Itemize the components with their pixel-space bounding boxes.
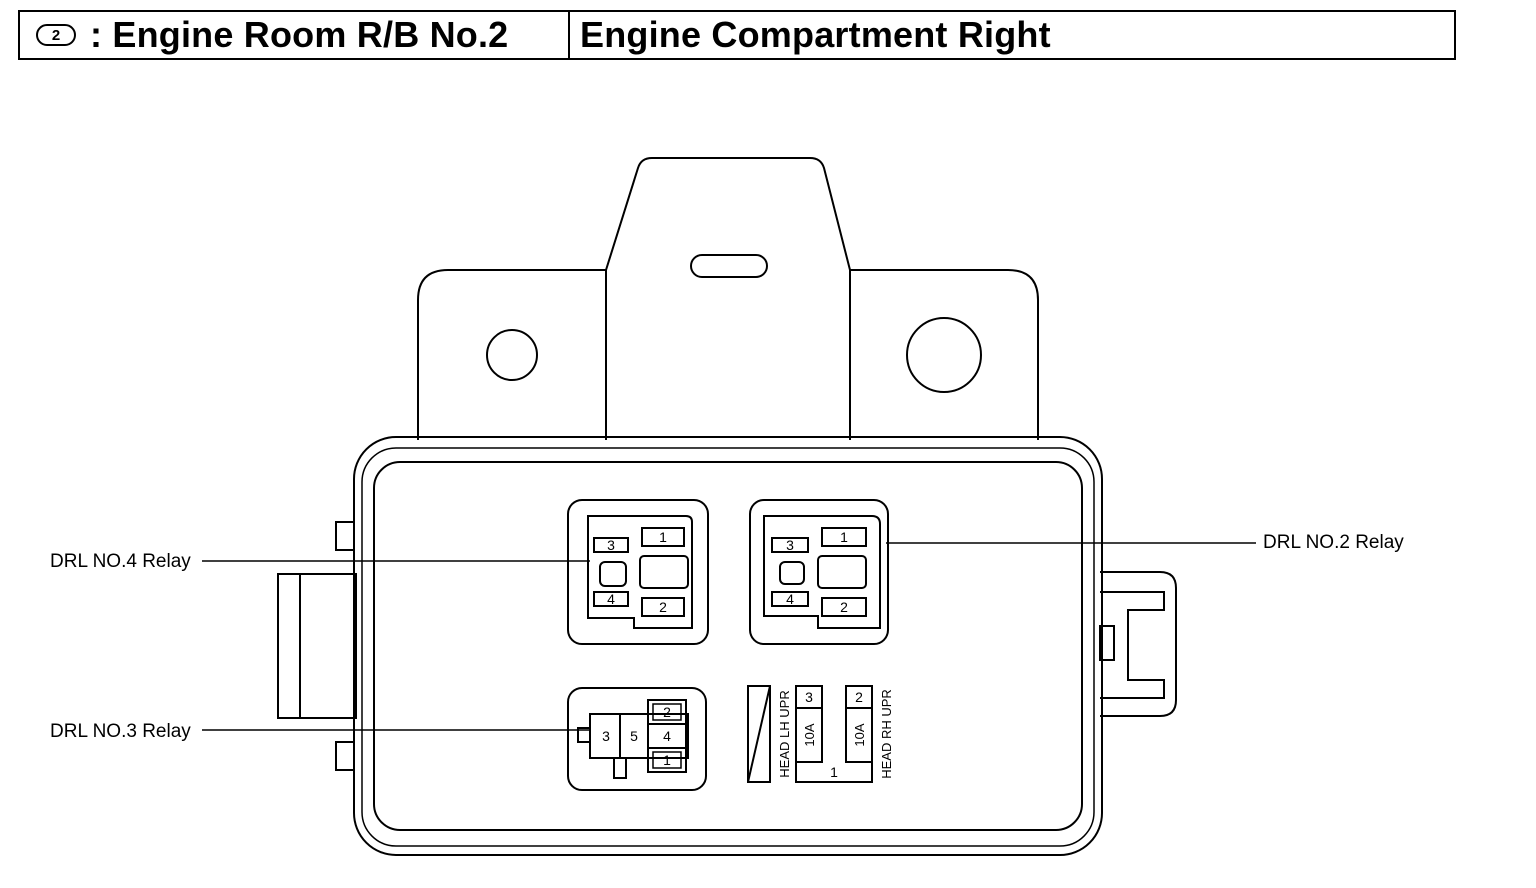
label-drl2-relay: DRL NO.2 Relay (1263, 532, 1404, 553)
relay-socket-drl4 (567, 499, 709, 645)
fuse-slot-1: 1 (830, 764, 838, 780)
relay-socket-drl2 (749, 499, 889, 645)
drl4-pin-2: 2 (659, 599, 667, 615)
title-left-cell: 2 : Engine Room R/B No.2 (20, 12, 570, 58)
fuse-left-amp: 10A (802, 723, 817, 746)
drl3-pin-1: 1 (663, 752, 671, 768)
drl2-pin-2: 2 (840, 599, 848, 615)
drl2-pin-4: 4 (786, 591, 794, 607)
drl3-pin-4: 4 (663, 728, 671, 744)
title-right-cell: Engine Compartment Right (570, 14, 1051, 56)
mounting-bracket (417, 157, 1039, 440)
fuse-left-name: HEAD LH UPR (777, 690, 792, 777)
fuse-right-name: HEAD RH UPR (879, 689, 894, 779)
drl3-pin-3: 3 (602, 728, 610, 744)
label-drl4-relay: DRL NO.4 Relay (50, 551, 191, 572)
location-name: Engine Compartment Right (580, 14, 1051, 55)
left-connector (277, 521, 357, 771)
label-drl3-relay: DRL NO.3 Relay (50, 721, 191, 742)
right-latch (1099, 571, 1177, 717)
drl2-pin-1: 1 (840, 529, 848, 545)
number-badge: 2 (36, 24, 76, 46)
fuse-slot-2: 2 (855, 689, 863, 705)
drl3-pin-2: 2 (663, 704, 671, 720)
fuse-right-amp: 10A (852, 723, 867, 746)
mount-hole-left (486, 329, 538, 381)
drl4-pin-3: 3 (607, 537, 615, 553)
slot-hole (690, 254, 768, 278)
leader-lines (202, 542, 1256, 731)
relay-socket-drl3 (567, 687, 707, 791)
drl4-pin-1: 1 (659, 529, 667, 545)
fuse-block (747, 685, 873, 783)
fuse-slot-3: 3 (805, 689, 813, 705)
drl4-pin-4: 4 (607, 591, 615, 607)
title-bar: 2 : Engine Room R/B No.2 Engine Compartm… (18, 10, 1456, 60)
relay-block-housing (353, 436, 1103, 856)
drl2-pin-3: 3 (786, 537, 794, 553)
mount-hole-right (906, 317, 982, 393)
drl3-pin-5: 5 (630, 728, 638, 744)
block-name: : Engine Room R/B No.2 (90, 14, 509, 55)
